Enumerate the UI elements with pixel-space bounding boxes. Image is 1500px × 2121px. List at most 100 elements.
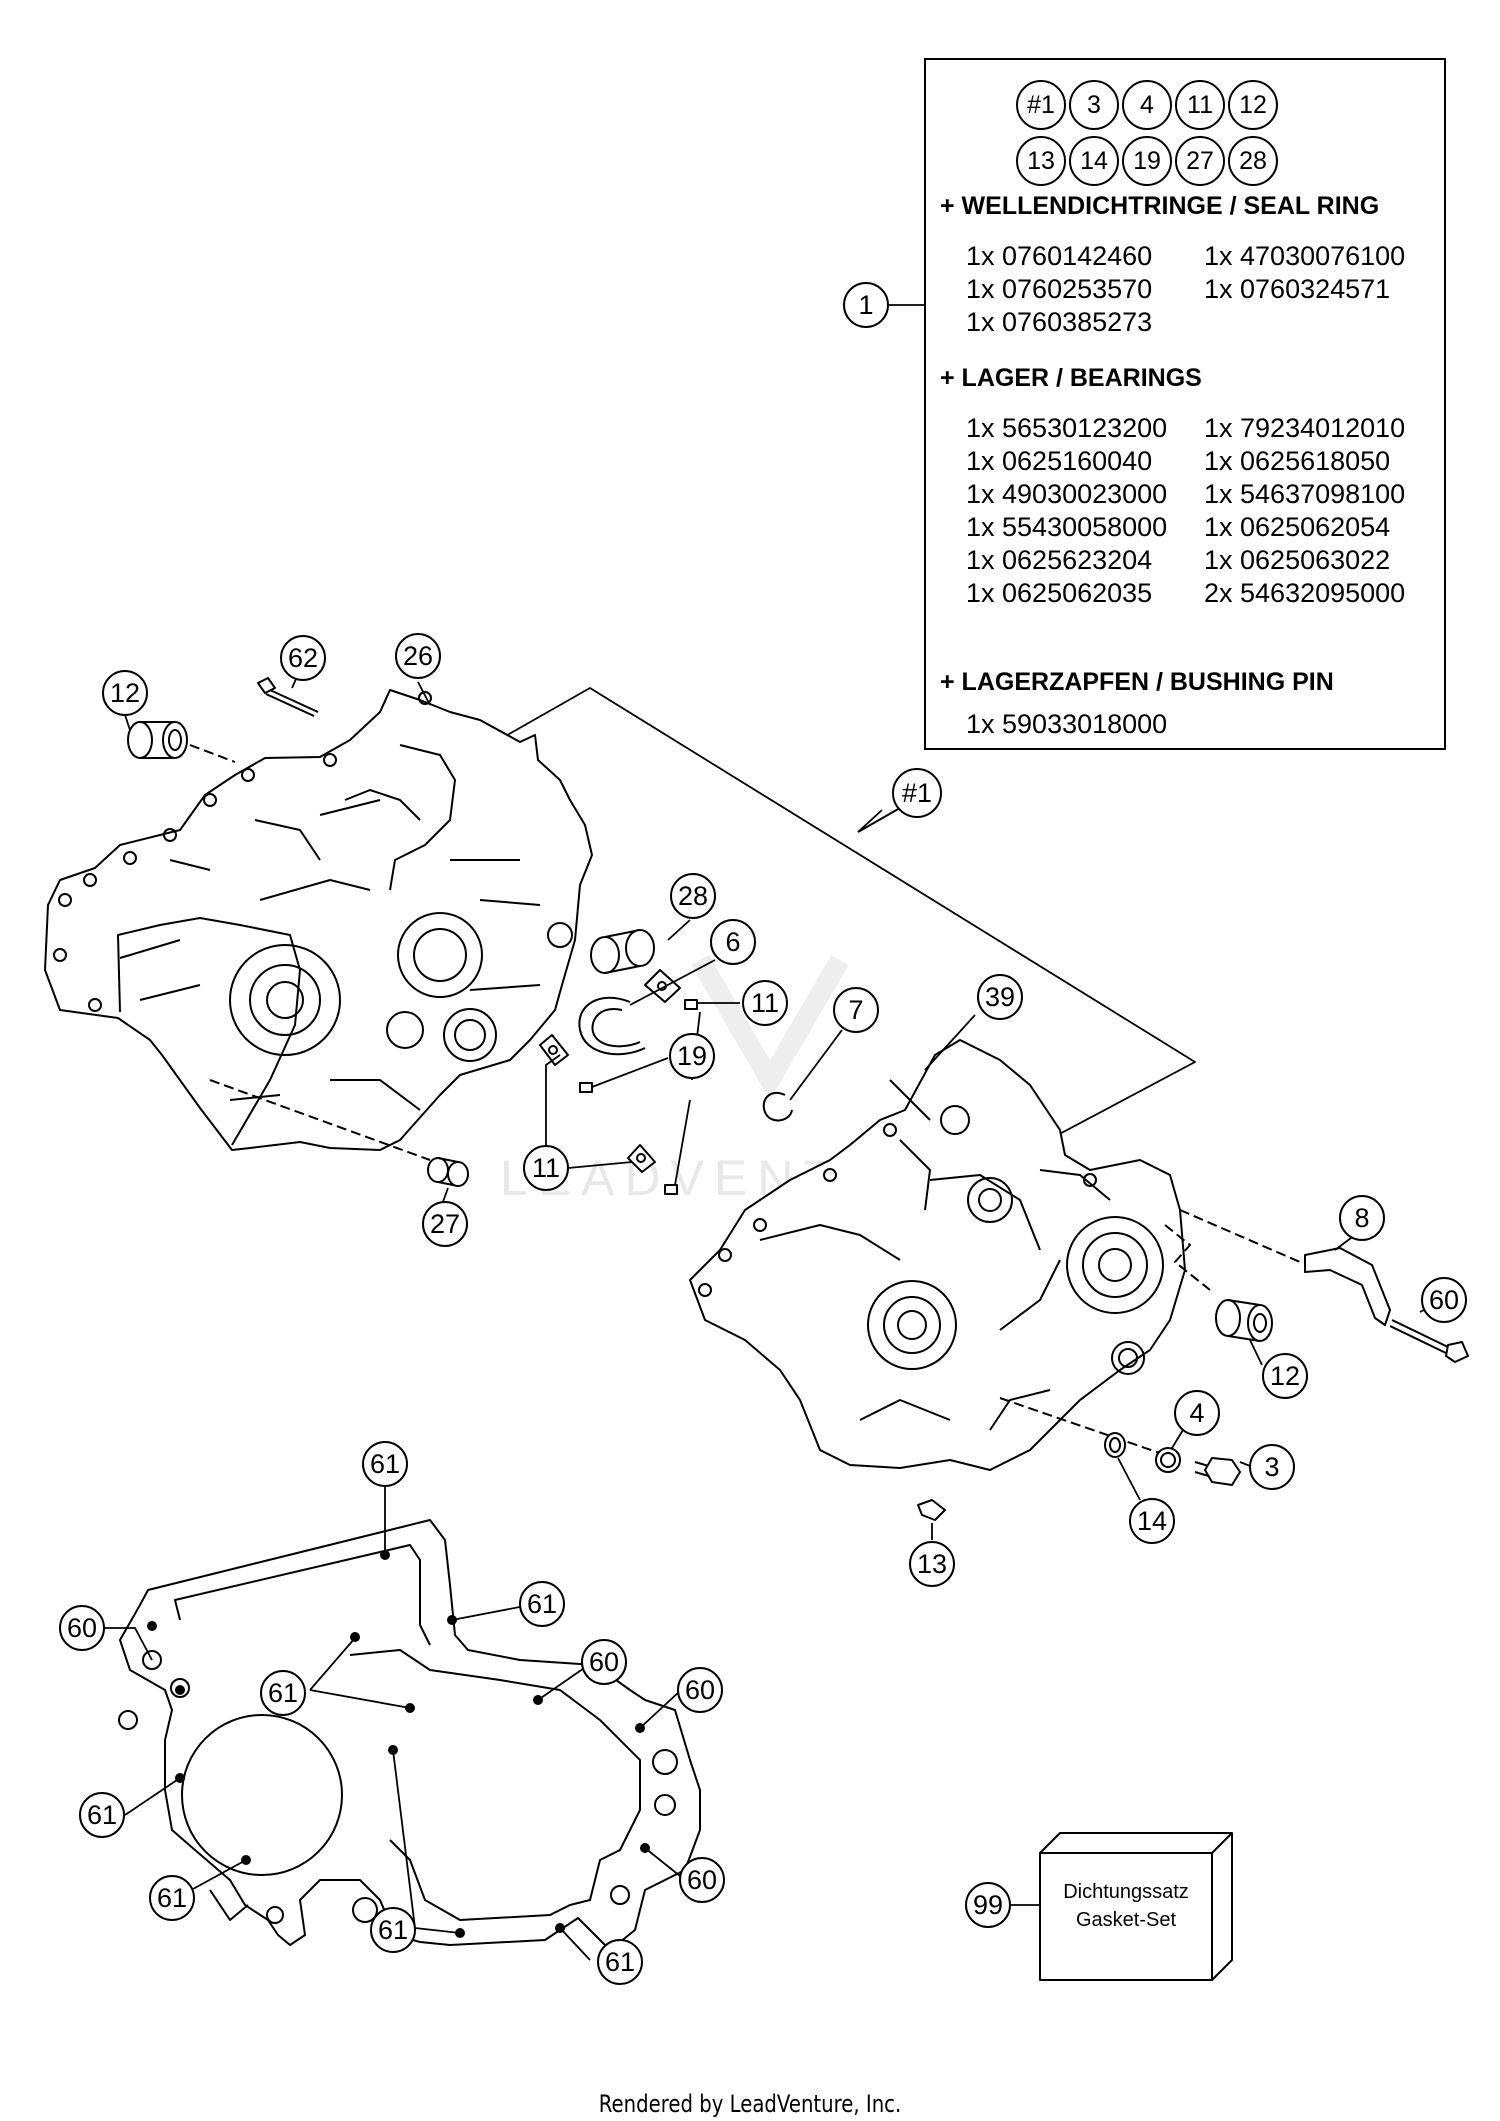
svg-text:1: 1 [858,290,873,320]
callout-26: 26 [395,633,441,679]
part-11-plate-mid [539,1034,569,1066]
part-8-bracket [1304,1247,1391,1326]
part-number: 1x 55430058000 [966,512,1168,542]
callout-60-left: 60 [59,1605,105,1651]
svg-text:61: 61 [378,1915,408,1945]
callout-6: 6 [710,919,756,965]
callout-13: 13 [909,1541,955,1587]
part-12-bushing-right [1164,1224,1273,1342]
part-27-bushing [209,1079,469,1187]
right-crankcase-half [689,1039,1186,1471]
footer-credit: Rendered by LeadVenture, Inc. [598,2090,902,2118]
callout-19: 19 [669,1033,715,1079]
callout-99: 99 [965,1882,1011,1928]
svg-text:61: 61 [527,1589,557,1619]
part-number: 1x 47030076100 [1204,241,1406,271]
callout-12-right: 12 [1262,1353,1308,1399]
callout-hash-1: #1 [892,768,942,818]
crankcase-gasket [118,1519,701,1951]
seal-ring-section-title: + WELLENDICHTRINGE / SEAL RING [940,192,1380,220]
callout-27: 27 [422,1201,468,1247]
kit-item: 4 [1122,80,1172,130]
svg-text:11: 11 [751,988,779,1018]
callout-11-bottom: 11 [523,1145,569,1191]
callout-61-top: 61 [362,1441,408,1487]
callout-60-upper: 60 [581,1639,627,1685]
svg-text:61: 61 [157,1883,187,1913]
leader-dots [147,1550,650,1938]
kit-item: #1 [1016,80,1066,130]
part-number: 1x 59033018000 [966,709,1168,739]
part-number: 1x 0625063022 [1204,545,1391,575]
part-number [1204,306,1444,339]
part-12-bushing-left [127,721,236,763]
part-19-screws [579,999,698,1195]
part-14-seal-washer [1104,1432,1126,1458]
part-11-plate-top [644,969,681,1003]
bearings-section-title: + LAGER / BEARINGS [940,364,1202,392]
part-number: 1x 49030023000 [966,479,1168,509]
part-4-washer [1155,1447,1181,1473]
svg-text:7: 7 [848,995,863,1025]
kit-item: 3 [1069,80,1119,130]
kit-item: 28 [1228,136,1278,186]
svg-text:99: 99 [973,1890,1003,1920]
callout-7: 7 [833,987,879,1033]
svg-text:61: 61 [268,1678,298,1708]
svg-text:61: 61 [605,1947,635,1977]
svg-text:19: 19 [677,1041,707,1071]
callout-61-upper-right: 61 [519,1581,565,1627]
svg-text:60: 60 [589,1647,619,1677]
bushing-pin-section-title: + LAGERZAPFEN / BUSHING PIN [940,668,1334,696]
callout-8: 8 [1339,1195,1385,1241]
part-6-circlip [578,996,646,1056]
svg-text:28: 28 [678,881,708,911]
callout-4: 4 [1174,1390,1220,1436]
svg-text:27: 27 [430,1209,460,1239]
kit-item: 12 [1228,80,1278,130]
part-3-drain-plug [1194,1457,1241,1486]
kit-contents-row-2: 13 14 19 27 28 [1016,136,1278,186]
part-number: 1x 0625062054 [1204,512,1391,542]
svg-text:60: 60 [1429,1285,1459,1315]
svg-text:14: 14 [1137,1506,1167,1536]
kit-contents-row-1: #1 3 4 11 12 [1016,80,1278,130]
callout-11-top: 11 [742,980,788,1026]
svg-text:12: 12 [1270,1361,1300,1391]
callout-12-left: 12 [102,670,148,716]
part-7-circlip [762,1092,793,1122]
gasket-set-label-en: Gasket-Set [1076,1909,1176,1931]
callout-60-right: 60 [677,1667,723,1713]
callout-61-left: 61 [79,1792,125,1838]
gasket-set-label-de: Dichtungssatz [1063,1881,1189,1903]
part-number: 1x 0625160040 [966,446,1153,476]
bearings-part-numbers: 1x 56530123200 1x 79234012010 1x 0625160… [966,412,1444,610]
part-number: 1x 0625062035 [966,578,1153,608]
svg-text:60: 60 [67,1613,97,1643]
svg-text:12: 12 [110,678,140,708]
kit-item: 27 [1175,136,1225,186]
callout-61-bottom: 61 [370,1907,416,1953]
part-number: 1x 0625623204 [966,545,1153,575]
svg-text:61: 61 [370,1449,400,1479]
part-number: 1x 0760253570 [966,274,1153,304]
svg-text:61: 61 [87,1800,117,1830]
part-number: 1x 56530123200 [966,413,1168,443]
part-13-dowel-pin [917,1499,946,1521]
svg-text:8: 8 [1354,1203,1369,1233]
part-28-bushing [590,929,655,974]
part-number: 1x 0760142460 [966,241,1153,271]
part-number: 1x 79234012010 [1204,413,1406,443]
gasket-set-box [1039,1832,1233,1981]
callout-39: 39 [977,974,1023,1020]
seal-ring-part-numbers: 1x 0760142460 1x 47030076100 1x 07602535… [966,240,1444,339]
svg-text:4: 4 [1189,1398,1204,1428]
part-number: 1x 54637098100 [1204,479,1406,509]
part-11-plate-bottom [627,1144,656,1173]
part-62-bolt [257,677,319,717]
callout-3: 3 [1249,1444,1295,1490]
kit-item: 19 [1122,136,1172,186]
callout-61-lower-left: 61 [149,1875,195,1921]
svg-text:6: 6 [725,927,740,957]
callout-60-lower-right: 60 [679,1857,725,1903]
